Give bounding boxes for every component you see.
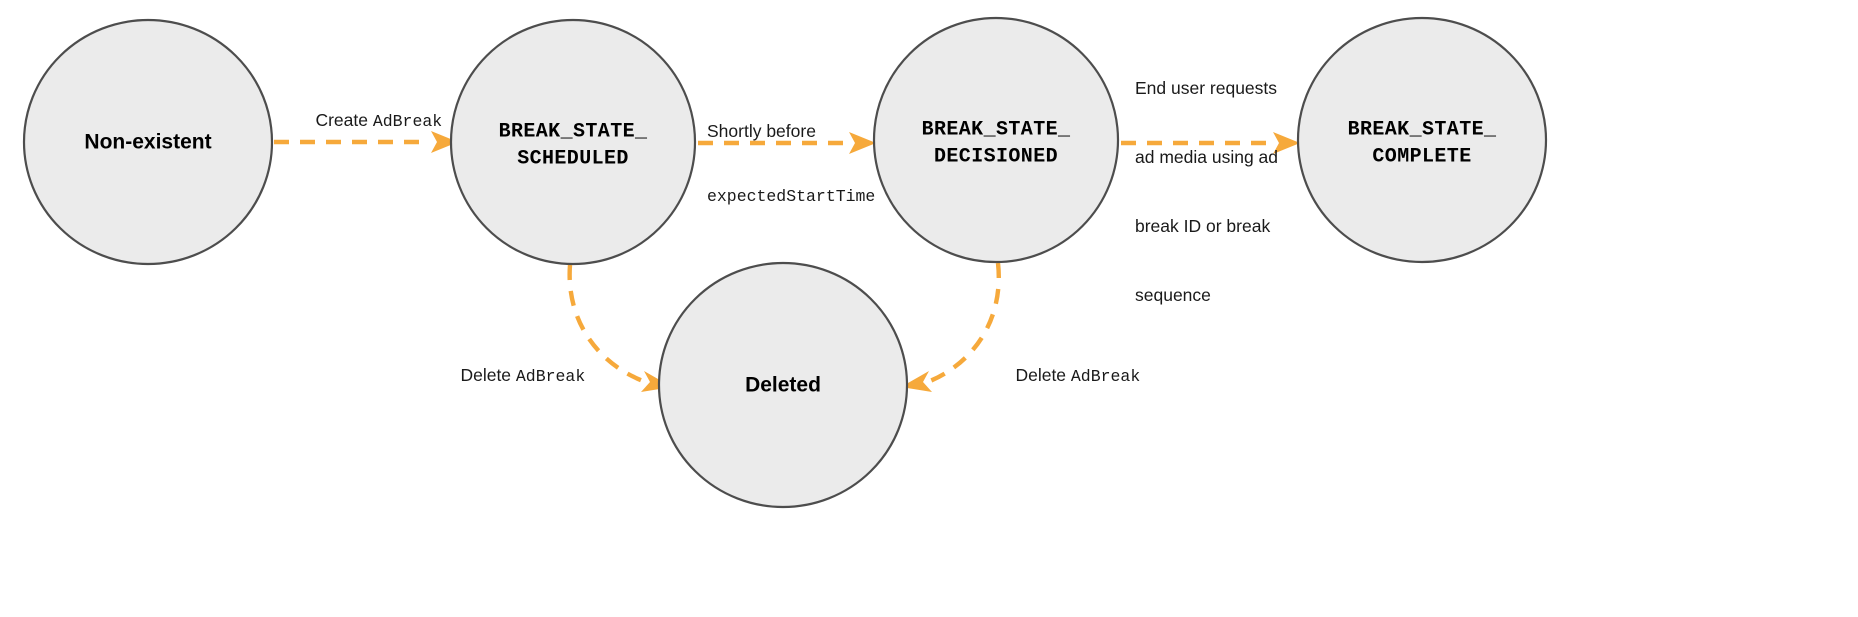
edge-label-create-adbreak-mono: AdBreak xyxy=(372,112,443,131)
node-break-state-decisioned[interactable]: BREAK_STATE_ DECISIONED xyxy=(872,16,1120,264)
node-break-state-complete[interactable]: BREAK_STATE_ COMPLETE xyxy=(1296,16,1548,264)
edge-create-adbreak-arrowhead xyxy=(431,131,458,153)
node-deleted[interactable]: Deleted xyxy=(657,261,909,509)
node-break-state-scheduled[interactable]: BREAK_STATE_ SCHEDULED xyxy=(449,18,697,266)
edge-label-shortly-before-line1: Shortly before xyxy=(707,121,816,141)
edge-shortly-before-arrowhead xyxy=(849,132,876,154)
edge-label-delete-from-decisioned-mono: AdBreak xyxy=(1070,367,1141,386)
edge-label-shortly-before-line2: expectedStartTime xyxy=(707,187,876,206)
node-break-state-scheduled-label-line1: BREAK_STATE_ xyxy=(499,120,648,143)
edge-label-end-user-requests: End user requests ad media using ad brea… xyxy=(1135,31,1278,353)
edge-label-end-user-requests-line3: break ID or break xyxy=(1135,216,1271,236)
edge-label-create-adbreak-plain: Create xyxy=(315,110,373,130)
edge-label-end-user-requests-line1: End user requests xyxy=(1135,78,1278,98)
edge-label-delete-from-scheduled-mono: AdBreak xyxy=(515,367,586,386)
edge-end-user-requests xyxy=(1121,132,1300,154)
edge-label-delete-from-scheduled: Delete AdBreak xyxy=(441,342,585,410)
node-break-state-decisioned-label-line1: BREAK_STATE_ xyxy=(922,118,1071,141)
edge-label-end-user-requests-line2: ad media using ad xyxy=(1135,147,1279,167)
node-break-state-decisioned-label-line2: DECISIONED xyxy=(934,145,1058,168)
edge-create-adbreak xyxy=(274,131,458,153)
node-non-existent[interactable]: Non-existent xyxy=(22,18,274,266)
edge-label-delete-from-decisioned: Delete AdBreak xyxy=(996,342,1140,410)
edge-label-shortly-before: Shortly before expectedStartTime xyxy=(707,76,875,252)
edge-label-create-adbreak: Create AdBreak xyxy=(296,87,442,155)
node-non-existent-label: Non-existent xyxy=(84,131,211,154)
node-break-state-complete-label-line2: COMPLETE xyxy=(1372,145,1471,168)
edge-delete-from-decisioned-line xyxy=(929,262,1001,384)
node-break-state-scheduled-label-line2: SCHEDULED xyxy=(517,147,629,170)
edge-label-delete-from-scheduled-plain: Delete xyxy=(460,365,516,385)
edge-delete-from-decisioned-arrowhead xyxy=(901,371,932,392)
node-deleted-label: Deleted xyxy=(745,374,821,397)
edge-delete-from-decisioned xyxy=(901,262,1001,392)
node-break-state-complete-label-line1: BREAK_STATE_ xyxy=(1348,118,1497,141)
node-break-state-decisioned-shape[interactable] xyxy=(872,16,1120,264)
edge-end-user-requests-arrowhead xyxy=(1273,132,1300,154)
node-non-existent-shape[interactable] xyxy=(22,18,274,266)
edge-label-end-user-requests-line4: sequence xyxy=(1135,285,1211,305)
edge-label-delete-from-decisioned-plain: Delete xyxy=(1015,365,1071,385)
node-break-state-complete-shape[interactable] xyxy=(1296,16,1548,264)
node-deleted-shape[interactable] xyxy=(657,261,909,509)
node-break-state-scheduled-shape[interactable] xyxy=(449,18,697,266)
edge-shortly-before xyxy=(698,132,876,154)
